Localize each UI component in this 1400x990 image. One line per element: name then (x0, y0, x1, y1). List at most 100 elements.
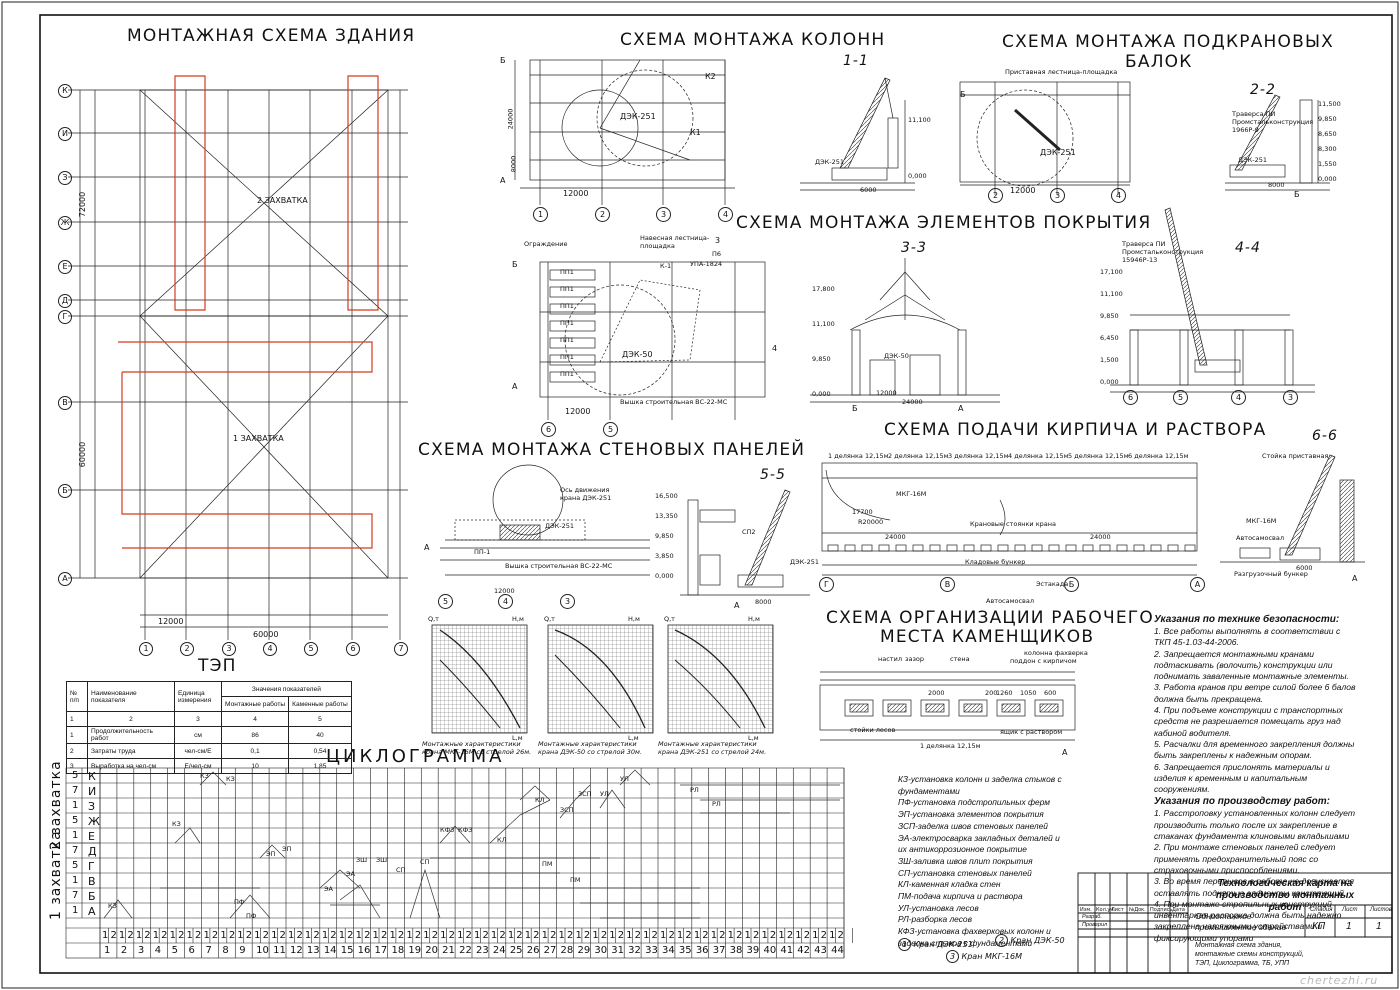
brick-grip-label: 1 делянка 12,15м (828, 452, 889, 460)
s44-col-label: 3 (1283, 390, 1298, 405)
cyc-shift-label: 1 (440, 930, 447, 941)
legend-item: РЛ-разборка лесов (898, 914, 972, 925)
workplace-pallet (849, 703, 869, 713)
cyc-row-label: А (88, 905, 96, 918)
cyc-shift-label: 1 (524, 930, 532, 941)
roof-slab (549, 320, 596, 332)
tep-h-mont: Монтажные работы (220, 696, 290, 712)
s33-elevation: 11,100 (812, 320, 835, 328)
beam-crane: ДЭК-251 (1040, 148, 1076, 157)
roof-slab (549, 371, 596, 383)
section-label-6-6: 6-6 (1312, 428, 1338, 444)
wp-l4: колонна фахверка (1024, 649, 1088, 657)
brick-label-b: Автосамосвал (986, 597, 1035, 605)
s55-elevation: 9,850 (655, 532, 674, 540)
cyc-shift-label: 1 (237, 930, 244, 941)
s22-row: Б (1294, 190, 1300, 199)
cyc-shift-label: 1 (676, 930, 684, 941)
zone-2-label: 2 ЗАХВАТКА (257, 196, 308, 205)
plan-row-label: К (58, 84, 72, 98)
cyc-shift-label: 2 (837, 930, 844, 941)
brick-pallet (1099, 544, 1111, 552)
walls-crane: ДЭК-251 (545, 522, 574, 530)
cyc-shift-label: 2 (245, 930, 253, 941)
tep-cell: Выработка на чел-см (87, 758, 175, 774)
section-6-6 (1220, 454, 1365, 563)
cyc-shift-label: 2 (617, 930, 625, 941)
brick-pallet (1048, 544, 1060, 552)
brick-pallet (1150, 544, 1162, 552)
cyc-op-label: РЛ (712, 800, 721, 808)
workplace-box (1034, 699, 1064, 717)
s44-col-label: 6 (1123, 390, 1138, 405)
safety-heading: Указания по технике безопасности: (1154, 614, 1340, 625)
cyc-row-label: Б (88, 890, 96, 903)
s55-crane: ДЭК-251 (790, 558, 819, 566)
roof-dim: 12000 (565, 407, 591, 416)
cyc-op-label: УЛ (620, 775, 629, 783)
plan-row-label: В (58, 396, 72, 410)
s44-col-label: 4 (1231, 390, 1246, 405)
plan-row-label: Д (58, 294, 72, 308)
cyc-day-label: 36 (695, 945, 709, 956)
cyc-shift-label: 1 (727, 930, 734, 941)
title-roof: СХЕМА МОНТАЖА ЭЛЕМЕНТОВ ПОКРЫТИЯ (736, 213, 1152, 233)
section-3-3 (810, 258, 1000, 403)
brick-pallet (1031, 544, 1043, 552)
cyc-day-label: 43 (814, 945, 827, 956)
safety-item: 4. При подъеме конструкции с транспортны… (1154, 705, 1343, 738)
cyc-shift-label: 1 (321, 930, 329, 941)
plan-col-label: 2 (180, 642, 194, 656)
tep-cell: 86 (220, 726, 290, 744)
brick-label-d: Крановые стоянки крана (970, 520, 1056, 528)
cyc-operation-line (319, 869, 361, 889)
cyc-shift-label: 2 (397, 930, 405, 941)
s44-elevation: 11,100 (1100, 290, 1123, 298)
tep-cell: 10 (220, 758, 290, 774)
cyc-shift-label: 2 (668, 930, 675, 941)
tep-cell: Продолжительность работ (87, 726, 175, 744)
roof-panel-label: ПП1 (560, 370, 574, 378)
s44-elevation: 1,500 (1100, 356, 1119, 364)
s44-col-label: 5 (1173, 390, 1188, 405)
columns-scheme (514, 59, 735, 205)
tep-cell: 0,1 (220, 743, 290, 759)
cyc-shift-label: 1 (372, 930, 379, 941)
legend-item: ЗСП-заделка швов стеновых панелей (898, 820, 1048, 831)
cyc-shift-label: 1 (423, 930, 430, 941)
section-label-3-3: 3-3 (901, 240, 927, 256)
legend-item: КФЗ-установка фахверковых колонн и задел… (898, 926, 1051, 948)
cyc-shift-label: 1 (693, 930, 701, 941)
cyc-shift-label: 1 (457, 930, 464, 941)
cyc-shift-label: 1 (541, 930, 548, 941)
s22-elevation: 9,850 (1318, 115, 1337, 123)
wp-d5: 200 (985, 689, 998, 697)
cyc-shift-label: 2 (178, 930, 185, 941)
roof-row-a: А (512, 382, 518, 391)
cyc-shift-label: 1 (490, 930, 498, 941)
cyc-row-mid-label: 5 (72, 815, 79, 826)
s55-col: А (734, 601, 740, 610)
chart-l-label: L,м (748, 734, 759, 742)
building-plan (68, 75, 408, 640)
beams-scheme (959, 81, 1131, 195)
roof-panel-label: ПП1 (560, 268, 574, 276)
section-label-2-2: 2-2 (1250, 82, 1276, 98)
s66-col: А (1352, 574, 1358, 583)
cyc-shift-label: 1 (609, 930, 616, 941)
cyclogram-legend: КЗ-установка колонн и заделка стыков с ф… (898, 774, 1068, 950)
cyc-shift-label: 2 (685, 930, 692, 941)
columns-axis-label: 1 (533, 207, 548, 222)
brick-pallet (1082, 544, 1094, 552)
cyc-shift-label: 2 (719, 930, 726, 941)
cyc-op-label: ЗШ (376, 856, 388, 864)
cyc-shift-label: 1 (355, 930, 362, 941)
cyc-shift-label: 1 (643, 930, 650, 941)
s33-dim: 24000 (902, 398, 923, 406)
title-columns: СХЕМА МОНТАЖА КОЛОНН (620, 30, 886, 50)
plan-col-label: 6 (346, 642, 360, 656)
title-workplace-2: МЕСТА КАМЕНЩИКОВ (880, 627, 1095, 647)
cyc-day-label: 20 (425, 945, 438, 956)
plan-dim-60000: 60000 (78, 441, 88, 468)
tb-sheets-h: Листов (1370, 907, 1392, 913)
